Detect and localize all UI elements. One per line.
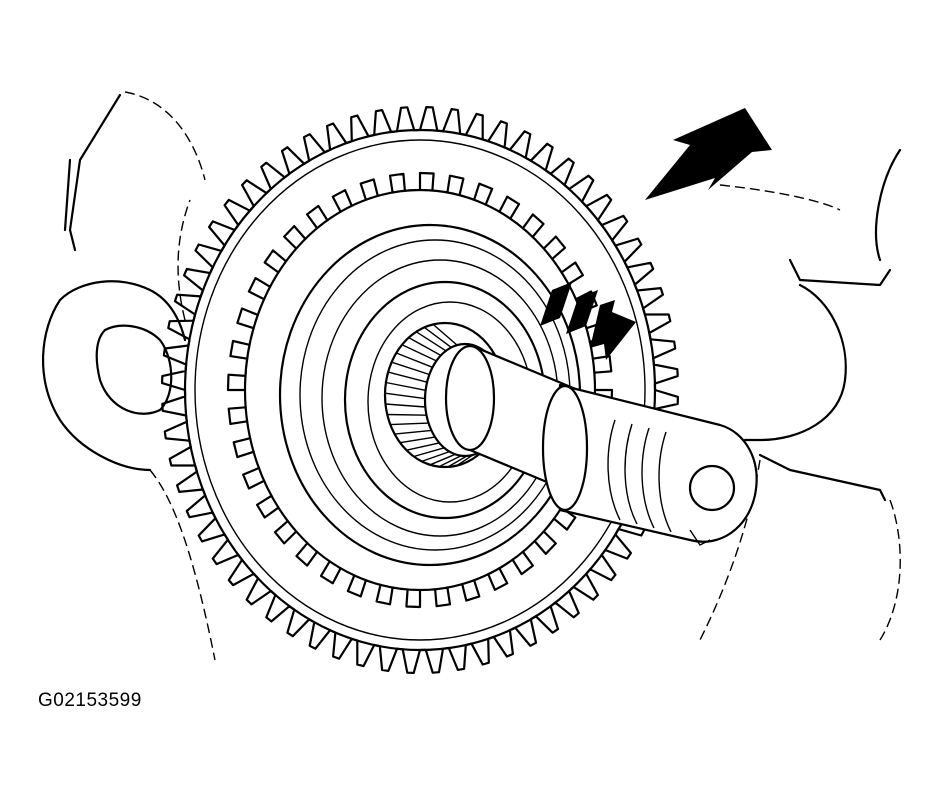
output-shaft [444, 343, 758, 546]
housing-right [699, 148, 902, 641]
outer-gear [161, 106, 679, 674]
figure-code: G02153599 [38, 690, 142, 711]
housing-left [42, 91, 216, 661]
solid-arrow-icon [645, 108, 772, 200]
dashed-arrow-icon [540, 282, 636, 360]
